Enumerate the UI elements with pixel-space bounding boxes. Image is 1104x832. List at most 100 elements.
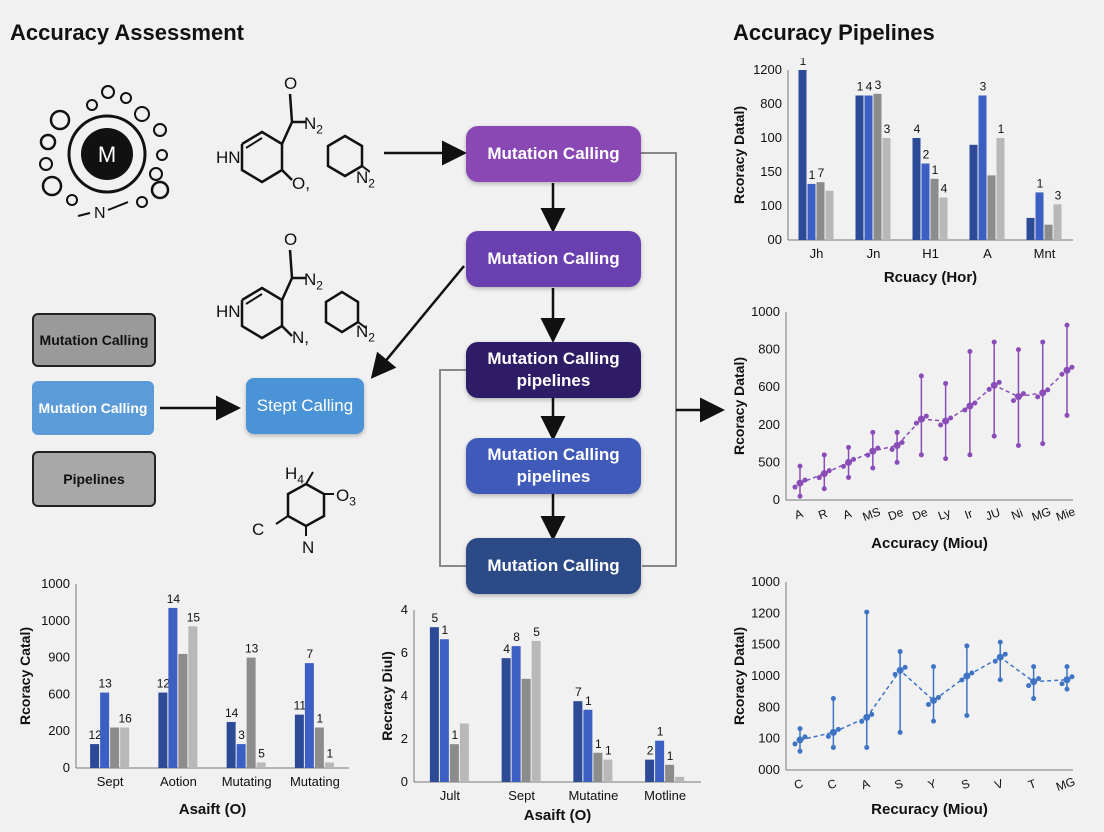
y-tick-label: 600	[758, 379, 780, 394]
data-point	[926, 701, 931, 707]
bar	[864, 95, 873, 240]
x-tick-label: Jh	[810, 246, 824, 261]
bar-data-label: 12	[157, 677, 171, 691]
bar-data-label: 2	[647, 744, 654, 758]
data-point	[792, 484, 798, 490]
data-point	[869, 711, 875, 717]
data-point	[923, 413, 929, 419]
bar-data-label: 13	[245, 642, 259, 656]
bar-data-label: 5	[258, 746, 265, 760]
data-point	[1036, 676, 1042, 682]
y-axis-label: Rcoracy Datal)	[731, 357, 747, 455]
data-point	[1059, 681, 1065, 687]
range-top-point	[864, 609, 870, 615]
flow-step-5[interactable]: Mutation Calling	[466, 538, 641, 594]
x-tick-label: MS	[861, 505, 883, 524]
bar	[930, 178, 939, 240]
bar	[1044, 224, 1053, 240]
range-bottom-point	[1064, 412, 1070, 418]
x-tick-label: Motline	[644, 788, 686, 803]
y-tick-label: 1000	[751, 304, 780, 319]
bar-data-label: 2	[923, 148, 930, 162]
range-bottom-point	[931, 718, 936, 724]
y-tick-label: 100	[760, 198, 782, 213]
range-top-point	[918, 373, 924, 379]
bar-data-label: 11	[294, 699, 307, 713]
x-tick-label: C	[826, 776, 839, 792]
data-point	[913, 420, 919, 426]
side-box-pipelines[interactable]: Pipelines	[32, 451, 156, 507]
bar	[439, 639, 449, 782]
y-axis-label: Recracy Diul)	[379, 651, 395, 740]
bar-data-label: 12	[88, 728, 102, 742]
bar	[882, 138, 891, 240]
bar-data-label: 15	[187, 610, 201, 624]
side-box-mutation-calling-highlight[interactable]: Mutation Calling	[32, 381, 154, 435]
range-bottom-point	[1015, 442, 1021, 448]
y-tick-label: 600	[48, 686, 70, 701]
range-bottom-point	[797, 493, 803, 499]
data-point	[841, 463, 847, 469]
side-box-mutation-calling[interactable]: Mutation Calling	[32, 313, 156, 367]
range-bottom-point	[830, 744, 836, 750]
bar-data-label: 1	[857, 80, 864, 94]
bar-data-label: 1	[1037, 176, 1044, 190]
range-top-point	[967, 348, 973, 354]
x-tick-label: H1	[922, 246, 939, 261]
y-tick-label: 1500	[751, 637, 780, 652]
y-tick-label: 800	[758, 342, 780, 357]
bar-data-label: 4	[941, 182, 948, 196]
x-tick-label: A	[841, 506, 853, 522]
flow-step-1[interactable]: Mutation Calling	[466, 126, 641, 182]
bar	[236, 744, 246, 768]
range-bottom-point	[943, 456, 949, 462]
data-point	[1014, 393, 1022, 401]
range-bottom-point	[797, 748, 803, 754]
range-top-point	[991, 339, 997, 345]
flow-step-4[interactable]: Mutation Calling pipelines	[466, 438, 641, 494]
bar	[531, 640, 541, 782]
y-tick-label: 1200	[753, 62, 782, 77]
molecule-1-label-n2: N2	[304, 114, 323, 137]
bar-data-label: 5	[533, 625, 540, 639]
x-tick-label: De	[886, 505, 906, 524]
x-tick-label: T	[1026, 776, 1038, 792]
bar-data-label: 1	[657, 725, 664, 739]
bar	[294, 714, 304, 768]
range-top-point	[1040, 339, 1046, 345]
range-top-point	[894, 429, 900, 435]
flow-step-2[interactable]: Mutation Calling	[466, 231, 641, 287]
molecule-illustrations: M N	[39, 85, 370, 536]
x-tick-label: De	[910, 505, 930, 524]
range-top-point	[943, 380, 949, 386]
y-tick-label: 0	[773, 492, 780, 507]
bar	[645, 759, 655, 782]
bar-data-label: 3	[1055, 188, 1062, 202]
flow-step-3[interactable]: Mutation Calling pipelines	[466, 342, 641, 398]
bar	[593, 752, 603, 782]
x-tick-label: Jn	[867, 246, 881, 261]
bar-data-label: 3	[884, 122, 891, 136]
x-axis-label: Asaift (O)	[179, 801, 247, 818]
y-tick-label: 0	[401, 774, 408, 789]
y-tick-label: 1200	[751, 605, 780, 620]
data-point	[1010, 398, 1016, 404]
bar-data-label: 3	[238, 728, 245, 742]
y-tick-label: 00	[768, 232, 782, 247]
molecule-2-icon	[240, 249, 367, 340]
bar	[100, 692, 110, 768]
range-top-point	[897, 649, 903, 655]
range-bottom-point	[821, 486, 827, 492]
range-bottom-point	[1064, 686, 1070, 692]
data-point	[936, 694, 941, 700]
bar-data-label: 1	[605, 744, 612, 758]
bar	[969, 144, 978, 240]
molecule-2-label-o: O	[284, 230, 298, 249]
bar	[1035, 192, 1044, 240]
y-tick-label: 1000	[751, 574, 780, 589]
data-point	[1020, 391, 1026, 397]
step-calling-box[interactable]: Stept Calling	[246, 378, 364, 434]
y-tick-label: 0	[63, 760, 70, 775]
